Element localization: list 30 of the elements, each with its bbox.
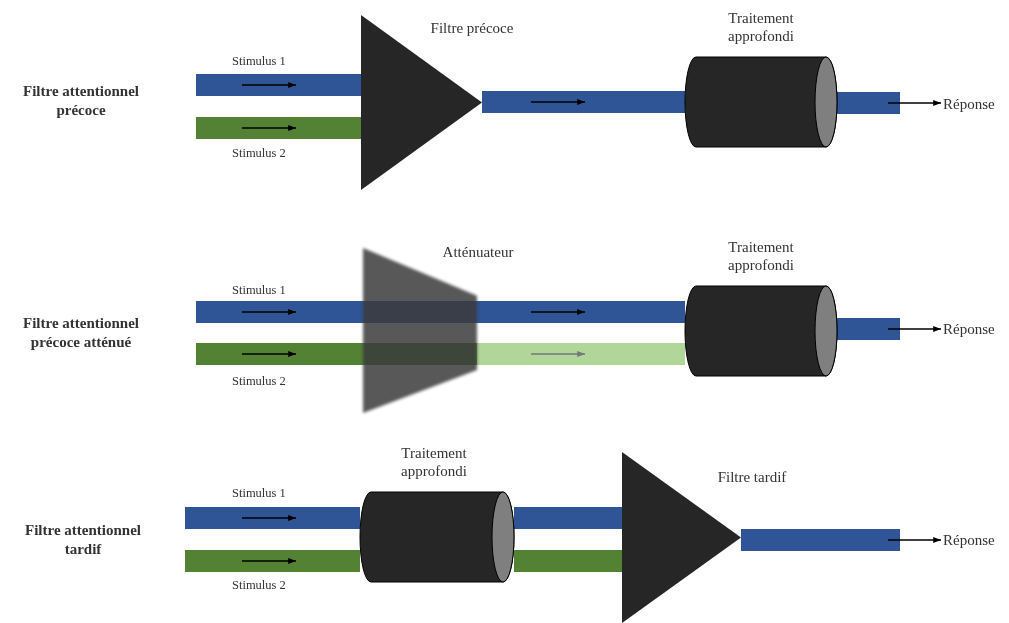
channel-bar: [514, 550, 622, 572]
stimulus-label: Stimulus 1: [232, 283, 286, 298]
channel-bar: [196, 117, 361, 139]
stage-title: Traitement approfondi: [727, 9, 795, 45]
stage-title: Traitement approfondi: [727, 238, 795, 274]
arrow: [837, 92, 942, 114]
row-title: Filtre attentionnel précoce: [22, 82, 140, 120]
stimulus-label: Stimulus 1: [232, 486, 286, 501]
stimulus-label: Stimulus 1: [232, 54, 286, 69]
channel-bar: [477, 301, 685, 323]
stimulus-label: Stimulus 2: [232, 578, 286, 593]
output-label: Réponse: [943, 95, 995, 113]
stimulus-label: Stimulus 2: [232, 146, 286, 161]
stimulus-label: Stimulus 2: [232, 374, 286, 389]
arrow: [837, 318, 942, 340]
row-title: Filtre attentionnel précoce atténué: [22, 314, 140, 352]
channel-bar: [185, 550, 360, 572]
output-label: Réponse: [943, 531, 995, 549]
arrow: [741, 529, 942, 551]
channel-bar: [482, 91, 685, 113]
stage-title: Traitement approfondi: [400, 444, 468, 480]
stage-title: Filtre précoce: [429, 19, 515, 37]
output-label: Réponse: [943, 320, 995, 338]
channel-bar: [185, 507, 360, 529]
row-title: Filtre attentionnel tardif: [24, 521, 142, 559]
channel-bar: [514, 507, 622, 529]
stage-title: Filtre tardif: [716, 468, 788, 486]
channel-bar: [477, 343, 685, 365]
stage-title: Atténuateur: [441, 243, 515, 261]
channel-bar: [196, 74, 361, 96]
